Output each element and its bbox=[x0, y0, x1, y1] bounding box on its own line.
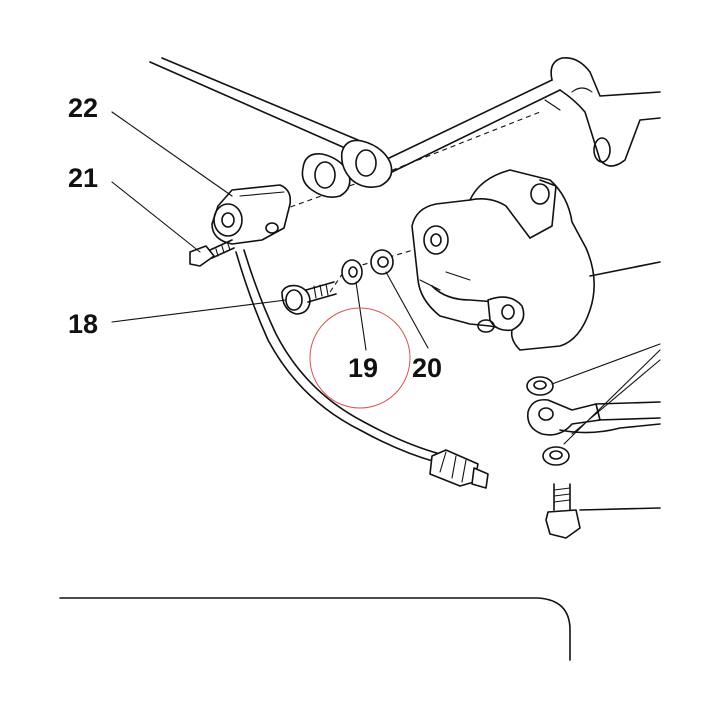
bolt-18 bbox=[281, 281, 337, 315]
washer-19 bbox=[341, 259, 363, 285]
gasket-pair bbox=[301, 139, 393, 198]
callout-20: 20 bbox=[412, 353, 442, 383]
washer-20 bbox=[370, 249, 394, 275]
leader-lines bbox=[111, 111, 661, 445]
speed-sensor bbox=[211, 184, 292, 245]
callout-18: 18 bbox=[68, 309, 98, 339]
callout-19: 19 bbox=[348, 353, 378, 383]
callout-21: 21 bbox=[68, 163, 98, 193]
sensor-cable bbox=[235, 249, 489, 489]
highlight-circle bbox=[309, 307, 411, 409]
frame-bracket bbox=[149, 56, 661, 173]
callout-22: 22 bbox=[68, 93, 98, 123]
gearbox-housing bbox=[411, 169, 661, 351]
banjo-stack bbox=[526, 376, 661, 539]
bolt-21 bbox=[189, 239, 235, 267]
frame-border bbox=[59, 597, 571, 661]
